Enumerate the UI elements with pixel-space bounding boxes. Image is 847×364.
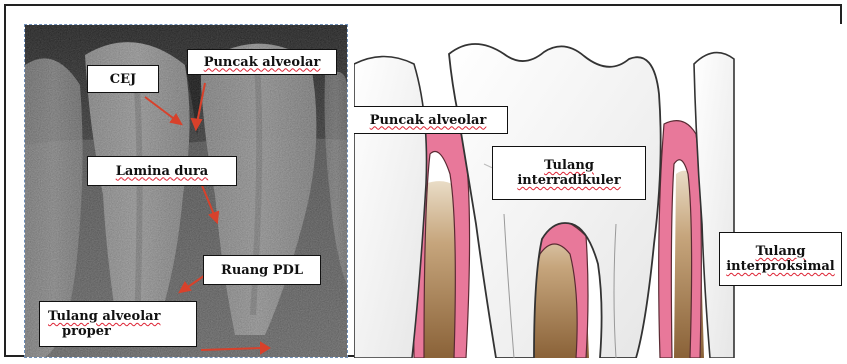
label-puncak-alveolar-illus-text: Puncak alveolar: [370, 113, 487, 128]
illustration-panel: Puncak alveolar Tulang interradikuler Tu…: [354, 24, 842, 358]
label-puncak-alveolar-xray-text: Puncak alveolar: [204, 55, 321, 70]
label-lamina-dura: Lamina dura: [87, 156, 237, 186]
label-tulang-alveolar-proper-line1: Tulang alveolar: [48, 309, 160, 324]
label-puncak-alveolar-illus: Puncak alveolar: [354, 106, 508, 134]
label-ruang-pdl-text: Ruang PDL: [221, 263, 303, 278]
radiograph-panel: CEJ Puncak alveolar Lamina dura Ruang PD…: [24, 24, 348, 358]
label-lamina-dura-text: Lamina dura: [116, 164, 208, 179]
label-tulang-interradikuler-line2: interradikuler: [517, 173, 620, 188]
label-tulang-alveolar-proper: Tulang alveolar proper: [39, 301, 197, 347]
label-puncak-alveolar-xray: Puncak alveolar: [187, 49, 337, 75]
label-tulang-interradikuler-line1: Tulang: [544, 158, 594, 173]
label-cej-text: CEJ: [110, 72, 136, 87]
figure-frame: CEJ Puncak alveolar Lamina dura Ruang PD…: [4, 4, 842, 357]
label-cej: CEJ: [87, 65, 159, 93]
label-ruang-pdl: Ruang PDL: [203, 255, 321, 285]
label-tulang-interproksimal-line2: interproksimal: [726, 259, 835, 274]
label-tulang-interproksimal: Tulang interproksimal: [719, 232, 842, 286]
label-tulang-alveolar-proper-line2: proper: [62, 324, 111, 339]
label-tulang-interradikuler: Tulang interradikuler: [492, 146, 646, 200]
label-tulang-interproksimal-line1: Tulang: [756, 244, 806, 259]
